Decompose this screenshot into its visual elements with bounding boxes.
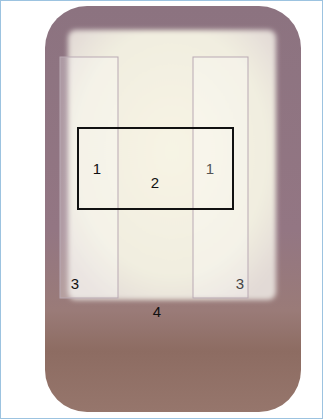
- callout-number: 4: [153, 304, 161, 319]
- callout-number: 3: [71, 276, 79, 291]
- side-strip: [60, 57, 118, 298]
- callout-number: 3: [236, 276, 244, 291]
- specimen-body: [45, 6, 301, 412]
- side-strip: [193, 57, 248, 298]
- callout-number: 2: [151, 175, 159, 190]
- callout-number: 1: [206, 161, 214, 176]
- callout-number: 1: [93, 161, 101, 176]
- measurement-box: [78, 128, 233, 209]
